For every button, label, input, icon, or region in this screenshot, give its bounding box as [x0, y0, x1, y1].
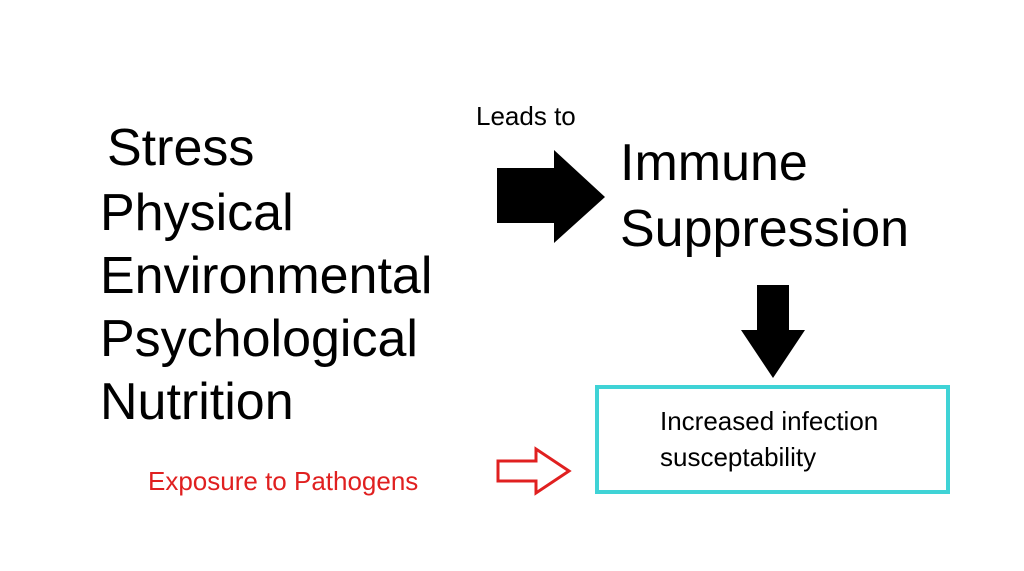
leads-to-label: Leads to	[476, 101, 576, 131]
immune-suppression-line-2: Suppression	[620, 200, 910, 258]
stress-title: Stress	[107, 119, 255, 177]
stress-factor-environmental: Environmental	[100, 247, 433, 305]
outcome-line-2: susceptability	[660, 442, 817, 472]
exposure-label: Exposure to Pathogens	[148, 466, 419, 496]
outcome-line-1: Increased infection	[660, 406, 879, 436]
stress-factor-physical: Physical	[100, 184, 294, 242]
outline-right-arrow-icon	[496, 446, 572, 496]
stress-factor-nutrition: Nutrition	[100, 373, 294, 431]
immune-suppression-line-1: Immune	[620, 134, 808, 192]
stress-factors-list: Physical Environmental Psychological Nut…	[100, 182, 432, 434]
down-arrow-icon	[741, 285, 805, 378]
stress-factor-psychological: Psychological	[100, 310, 418, 368]
right-arrow-icon	[497, 150, 605, 243]
outcome-box: Increased infection susceptability	[595, 385, 950, 494]
outcome-text: Increased infection susceptability	[660, 403, 878, 475]
